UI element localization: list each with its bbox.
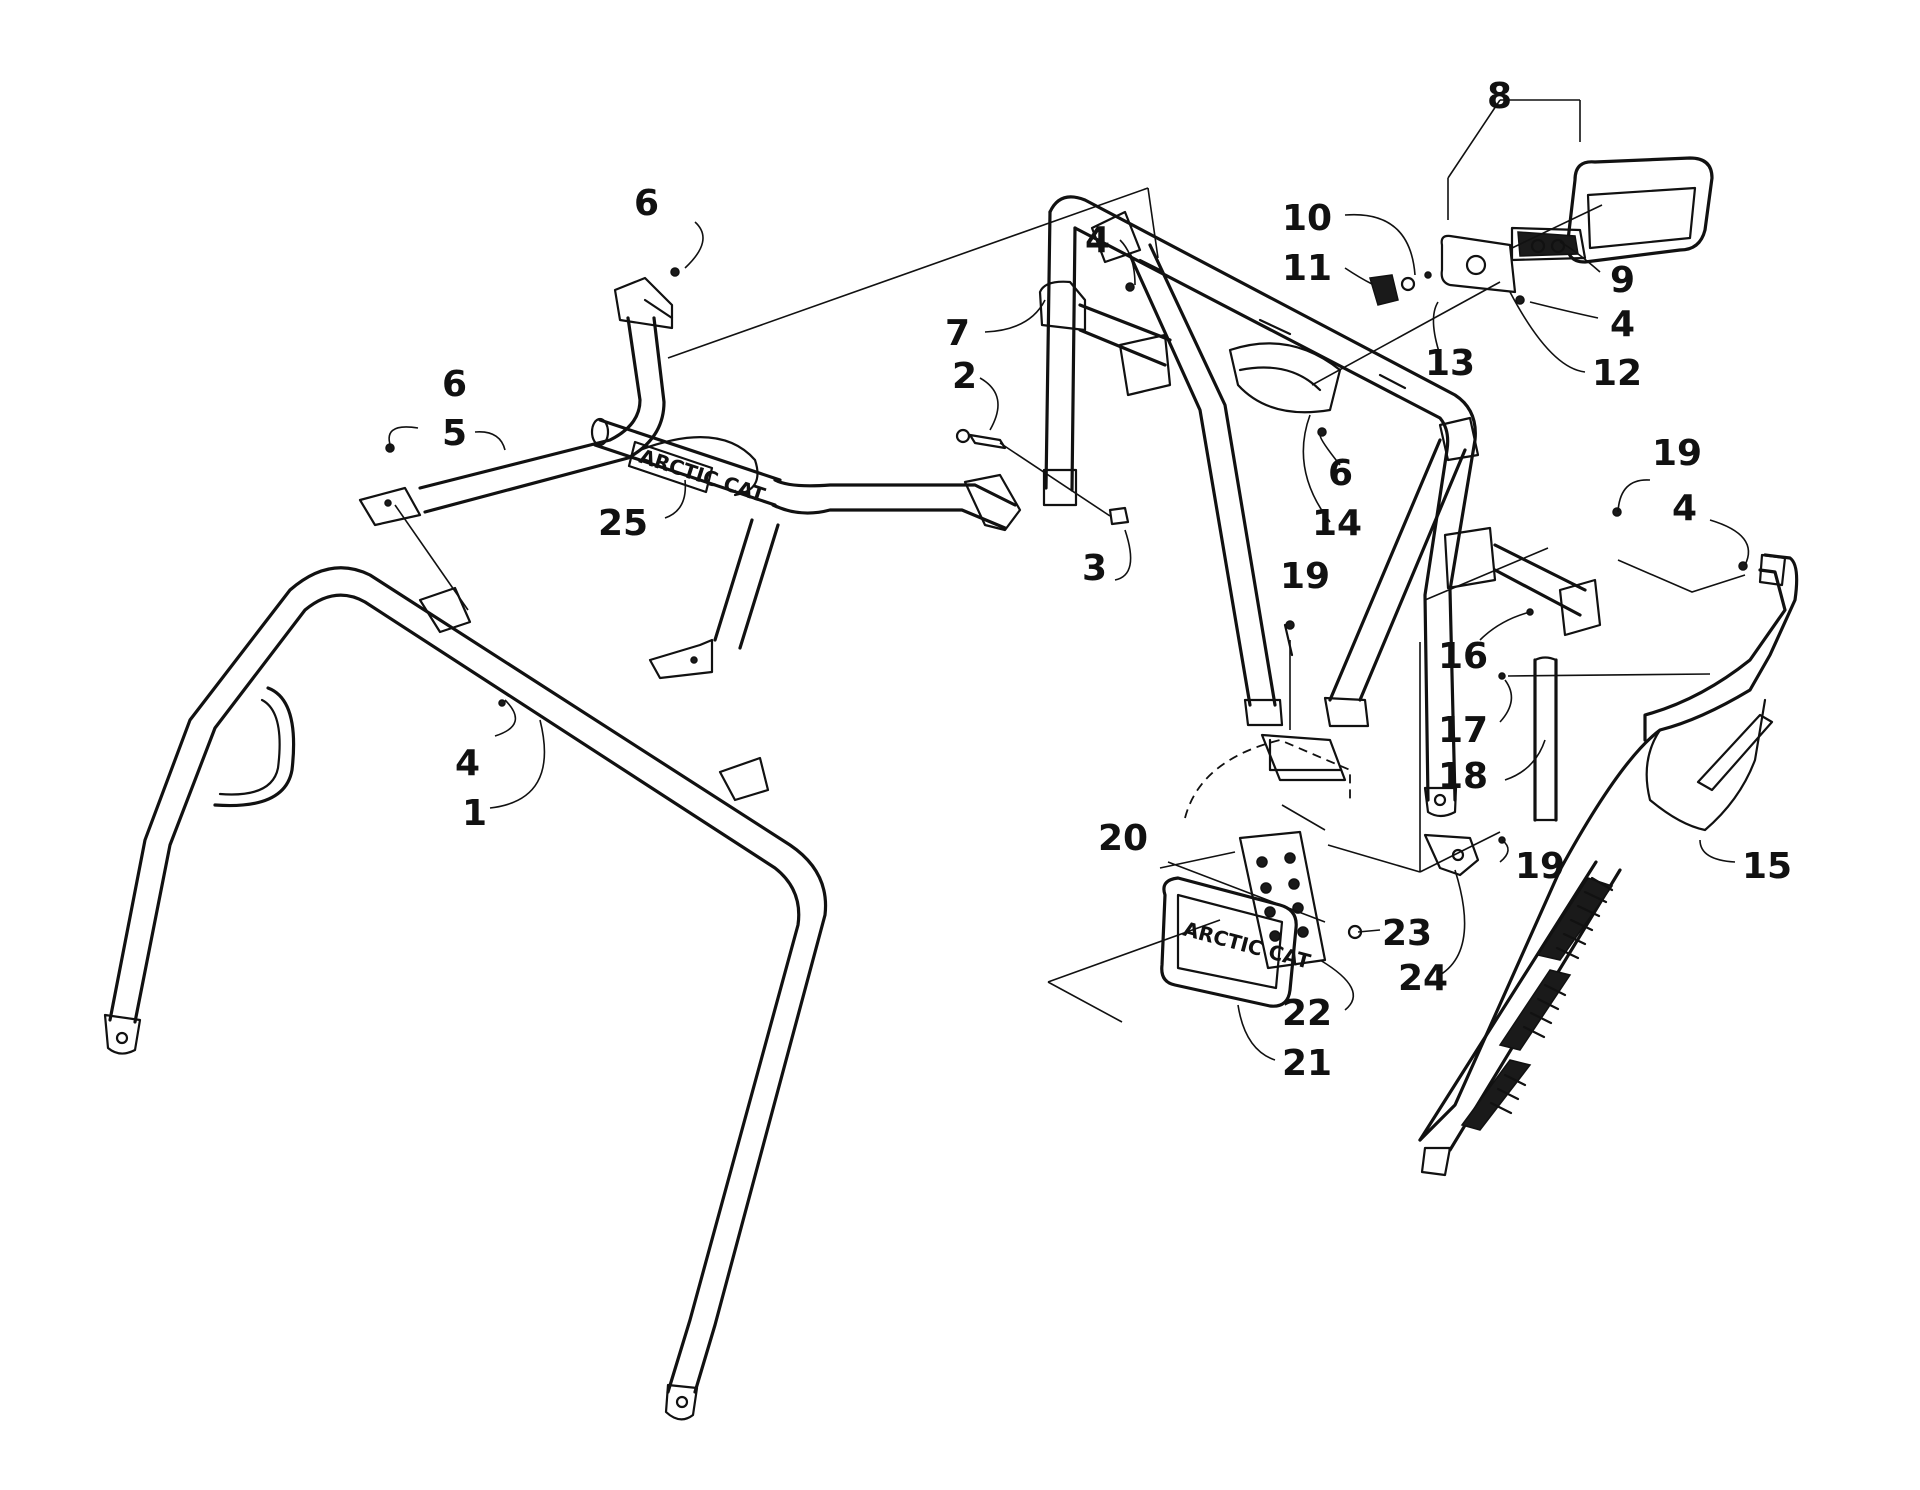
callout-19-right: 19: [1652, 433, 1702, 474]
callout-21: 21: [1282, 1043, 1332, 1084]
callout-12: 12: [1592, 353, 1642, 394]
callout-19-lower: 19: [1515, 846, 1565, 887]
callout-17: 17: [1438, 710, 1488, 751]
callout-8: 8: [1487, 76, 1512, 117]
callout-20: 20: [1098, 818, 1148, 859]
net-grid: [1418, 860, 1622, 1152]
callout-19-center: 19: [1280, 556, 1330, 597]
callout-14: 14: [1312, 503, 1362, 544]
callout-15: 15: [1742, 846, 1792, 887]
front-roll-bar: [103, 566, 828, 1421]
rear-roll-cage: [1038, 195, 1602, 819]
callout-23: 23: [1382, 913, 1432, 954]
callout-11: 11: [1282, 248, 1332, 289]
callout-25: 25: [598, 503, 648, 544]
leader-lines: [388, 99, 1750, 1061]
callout-18: 18: [1438, 756, 1488, 797]
callout-3: 3: [1082, 548, 1107, 589]
callout-9: 9: [1610, 260, 1635, 301]
callout-7: 7: [945, 313, 970, 354]
callout-13: 13: [1425, 343, 1475, 384]
tail-light-assembly: [1369, 156, 1714, 306]
callout-22: 22: [1282, 993, 1332, 1034]
callout-6-top: 6: [634, 183, 659, 224]
callout-16: 16: [1438, 636, 1488, 677]
callout-4-right: 4: [1672, 488, 1697, 529]
callout-4-left: 4: [455, 743, 480, 784]
callout-2: 2: [952, 356, 977, 397]
callout-1: 1: [462, 793, 487, 834]
callout-24: 24: [1398, 958, 1448, 999]
callout-4-center: 4: [1085, 220, 1110, 261]
callout-6-center: 6: [1328, 453, 1353, 494]
callout-labels: 1 2 3 4 4 4 4 5 6 6 6 7 8 9 10 11 12 13 …: [442, 76, 1792, 1084]
hardware: [385, 267, 1622, 657]
work-light-logo: ARCTIC CAT: [1181, 917, 1314, 974]
plate-holes: [1256, 852, 1309, 942]
side-net-panel: [1418, 553, 1799, 1177]
upper-cross-bar: ARCTIC CAT: [358, 276, 1022, 680]
callout-6-left: 6: [442, 364, 467, 405]
callout-4-light: 4: [1610, 304, 1635, 345]
callout-10: 10: [1282, 198, 1332, 239]
callout-5: 5: [442, 413, 467, 454]
